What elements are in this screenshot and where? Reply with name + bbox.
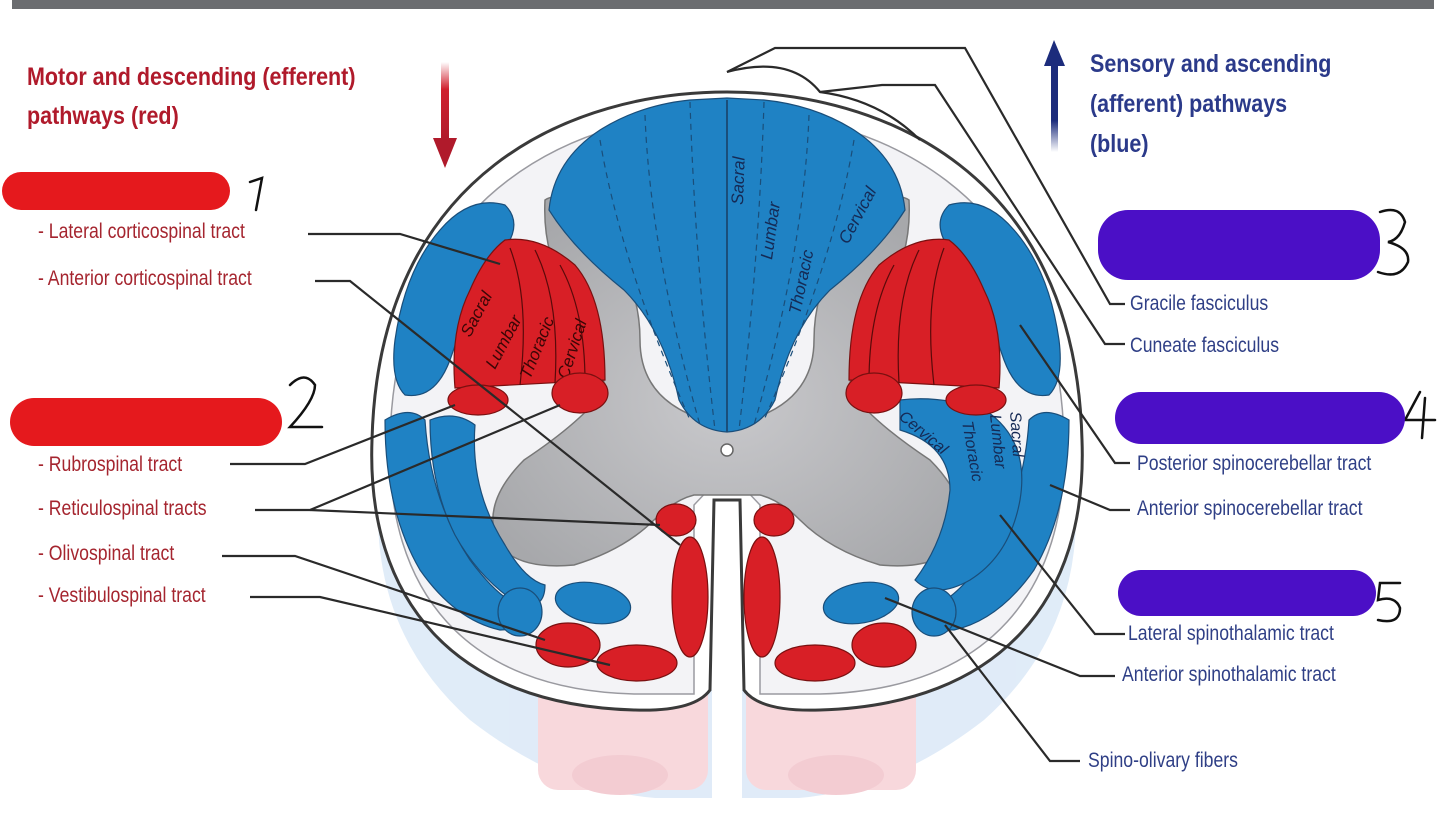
leader-gracile [726,46,1125,306]
motor-header: Motor and descending (efferent) pathways… [27,58,355,136]
scribble-4 [1115,392,1405,444]
segment-label-lumbar-right: Lumbar [986,414,1009,470]
handwritten-number-1: 1 [244,160,268,223]
ascending-arrow-icon [1044,40,1065,152]
handwritten-3 [1376,208,1410,276]
sensory-header-line1: Sensory and ascending [1090,50,1332,78]
right-lateral-corticospinal [848,238,1001,389]
leader-spino-olivary [944,624,1080,763]
handwritten-number-3: 3 [1375,200,1399,263]
handwritten-2 [287,376,324,429]
label-lateral-spinothalamic: Lateral spinothalamic tract [1128,622,1334,645]
rubrospinal-left [447,384,509,416]
reticulospinal-medial-right [753,503,795,537]
label-olivospinal: - Olivospinal tract [38,542,175,565]
label-reticulospinal: - Reticulospinal tracts [38,497,207,520]
reticulospinal-medial-left [655,503,697,537]
left-lateral-corticospinal [453,238,606,389]
leader-cuneate [819,83,1125,346]
descending-arrow-icon [433,62,457,168]
segment-label-sacral-right: Sacral [1006,411,1026,458]
handwritten-number-5: 5 [1375,568,1399,631]
reticulospinal-right [845,372,903,414]
vestibulospinal-left [596,644,678,682]
anterior-corticospinal-left [671,536,709,658]
olivospinal-right [851,622,917,668]
leader-vestibulospinal [250,595,611,667]
vestibulospinal-right [774,644,856,682]
handwritten-5 [1376,581,1402,623]
dorsal-columns [548,97,906,433]
central-canal [720,443,734,457]
anterior-corticospinal-right [743,536,781,658]
scribble-5 [1118,570,1376,616]
label-spino-olivary: Spino-olivary fibers [1088,749,1239,772]
handwritten-numbers [248,176,1437,623]
top-bar [12,0,1434,9]
handwritten-number-2: 2 [284,366,308,429]
motor-tracts [447,372,1007,682]
bracket-dorsal [726,65,921,141]
handwritten-number-4: 4 [1402,380,1426,443]
leader-lateral-corticospinal [308,232,501,266]
leader-posterior-spinocerebellar [1019,324,1130,465]
leader-lateral-spinothalamic [999,514,1125,636]
scribble-2 [10,398,282,446]
label-cuneate: Cuneate fasciculus [1130,334,1280,357]
label-anterior-spinothalamic: Anterior spinothalamic tract [1122,663,1336,686]
label-vestibulospinal: - Vestibulospinal tract [38,584,206,607]
reticulospinal-left [551,372,609,414]
leader-anterior-spinocerebellar [1049,483,1130,512]
leader-rubrospinal [230,403,456,466]
label-anterior-spinocerebellar: Anterior spinocerebellar tract [1137,497,1363,520]
scribble-3 [1098,210,1380,280]
label-gracile: Gracile fasciculus [1130,292,1269,315]
label-rubrospinal: - Rubrospinal tract [38,453,183,476]
sensory-header-line3: (blue) [1090,130,1149,158]
motor-header-line1: Motor and descending (efferent) [27,63,356,91]
sensory-header: Sensory and ascending (afferent) pathway… [1090,44,1331,164]
label-anterior-corticospinal: - Anterior corticospinal tract [38,267,252,290]
handwritten-1 [248,176,264,212]
leader-anterior-corticospinal [315,279,681,546]
label-lateral-corticospinal: - Lateral corticospinal tract [38,220,245,243]
left-lateral-sensory-tracts [384,202,632,637]
leader-reticulospinal-b [309,508,661,527]
leader-lines [222,46,1130,763]
scribble-1 [2,172,230,210]
leader-olivospinal [222,554,546,642]
segment-label-sacral: Sacral [728,155,749,205]
leader-anterior-spinothalamic [884,596,1115,678]
label-posterior-spinocerebellar: Posterior spinocerebellar tract [1137,452,1372,475]
olivospinal-left [535,622,601,668]
rubrospinal-right [945,384,1007,416]
motor-header-line2: pathways (red) [27,101,179,130]
sensory-header-line2: (afferent) pathways [1090,90,1288,118]
handwritten-4 [1402,390,1437,440]
right-lateral-sensory-tracts [822,202,1070,637]
